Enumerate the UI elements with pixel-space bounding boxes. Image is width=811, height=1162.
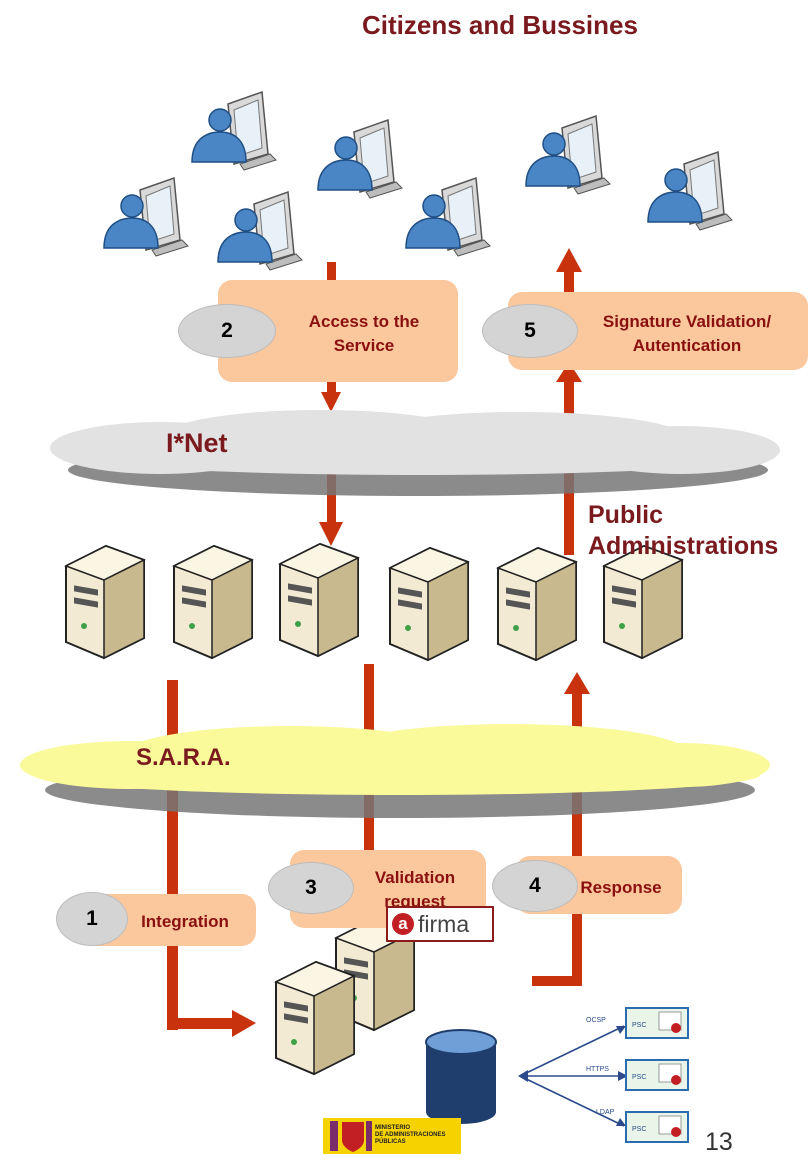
public-administrations-line2: Administrations [588,532,779,560]
ministry-text: MINISTERIO DE ADMINISTRACIONES PÚBLICAS [375,1125,455,1146]
step-5-line1: Signature Validation/ [602,312,772,331]
user-computer-icon [647,151,733,231]
step-2-line2: Service [333,336,395,355]
step-5-line2: Autentication [632,336,742,355]
user-computer-icon [103,177,189,257]
step-2-line1: Access to the [308,312,420,331]
ministry-line2: DE ADMINISTRACIONES [375,1132,446,1138]
afirma-logo: a firma [386,906,494,942]
user-computer-icon [405,177,491,257]
inet-cloud [50,410,780,496]
server-icon [603,545,683,659]
protocol-ocsp: OCSP [586,1017,606,1024]
ministry-logo [323,1118,461,1154]
server-icon [279,543,359,657]
psc-label: PSC [632,1126,646,1133]
server-icon [173,545,253,659]
public-administrations-line1: Public [588,501,664,529]
server-icon [497,547,577,661]
user-computer-icon [217,191,303,271]
step-3-number: 3 [268,862,354,914]
user-computer-icon [525,115,611,195]
step-4-number: 4 [492,860,578,912]
step-4-label: Response [580,878,662,897]
step-5-label: Signature Validation/ Autentication [576,310,798,358]
step-5-number: 5 [482,304,578,358]
arrow-response [532,976,582,986]
page-title: Citizens and Bussines [362,10,638,40]
step-3-line1: Validation [374,868,456,887]
page-number: 13 [705,1128,733,1156]
psc-label: PSC [632,1074,646,1081]
step-2-number: 2 [178,304,276,358]
ministry-line1: MINISTERIO [375,1125,411,1131]
step-2-label: Access to the Service [274,310,454,358]
afirma-logo-text: firma [418,910,470,937]
afirma-logo-letter: a [392,913,414,935]
step-1-number: 1 [56,892,128,946]
server-icon [389,547,469,661]
psc-connections [519,1025,625,1127]
afirma-platform-servers [275,917,497,1124]
arrow-integration [167,680,178,1030]
public-administrations-label: Public Administrations [588,500,778,562]
sara-label: S.A.R.A. [136,744,231,771]
user-computer-icon [191,91,277,171]
psc-label: PSC [632,1022,646,1029]
protocol-ldap: LDAP [596,1109,615,1116]
sara-cloud [20,724,770,818]
server-icon [65,545,145,659]
protocol-https: HTTPS [586,1066,609,1073]
inet-label: I*Net [166,428,228,458]
arrow-access-down-lower [327,470,336,532]
ministry-line3: PÚBLICAS [375,1139,406,1145]
database-icon [425,1029,497,1124]
step-1-label: Integration [141,912,229,931]
user-computer-icon [317,119,403,199]
